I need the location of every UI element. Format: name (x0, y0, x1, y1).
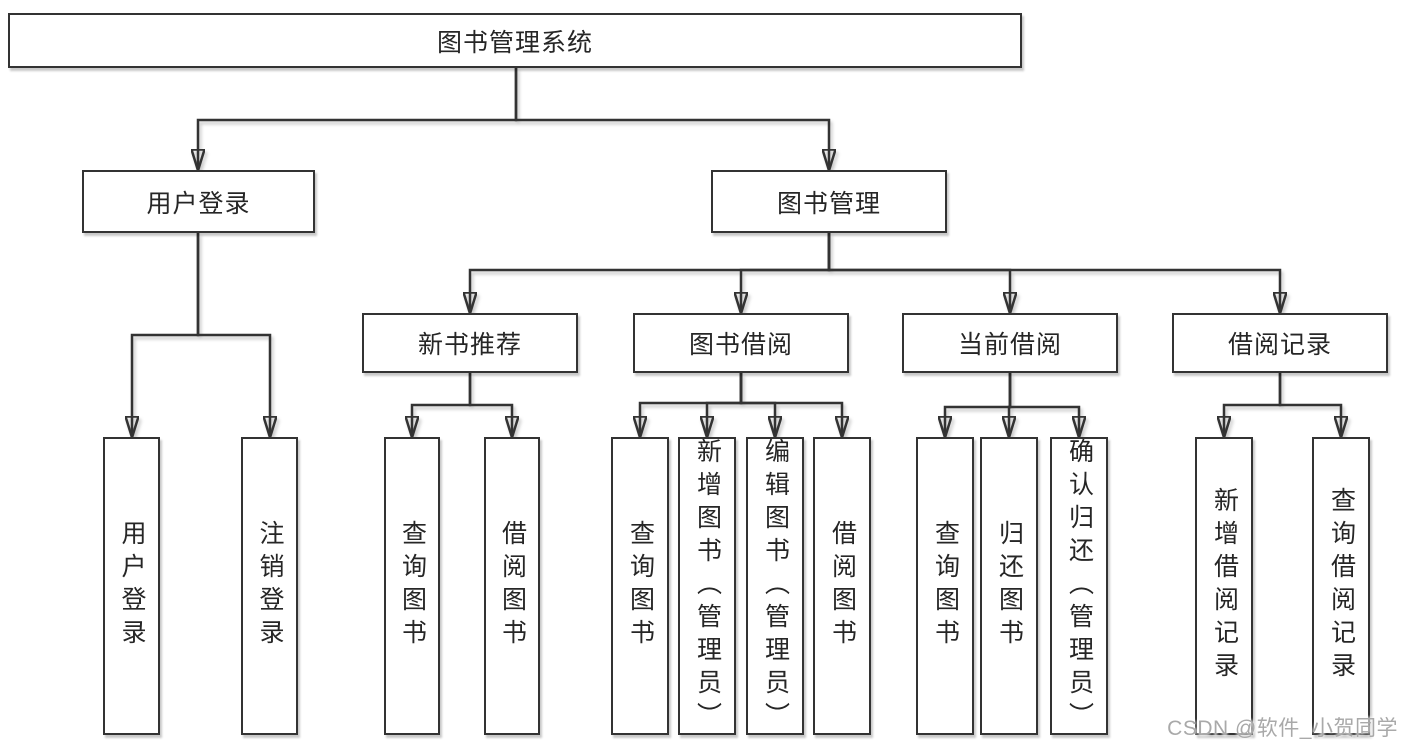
node-label: 图书管理 (776, 189, 881, 218)
leaf-label: 用户登录 (118, 520, 146, 652)
edge-newbook-to-query (412, 373, 472, 437)
leaf-current-confirm-return-admin: 确认归还（管理员） (1050, 437, 1108, 735)
leaf-label: 编辑图书（管理员） (761, 437, 790, 735)
leaf-borrow-edit-book-admin: 编辑图书（管理员） (746, 437, 804, 735)
leaf-label: 借阅图书 (498, 520, 527, 652)
leaf-label: 查询图书 (626, 520, 655, 652)
edge-mgmt-to-current (827, 233, 1010, 313)
leaf-current-return-book: 归还图书 (980, 437, 1038, 735)
edge-root-to-user-login (198, 68, 518, 170)
node-label: 新书推荐 (417, 331, 522, 359)
node-new-book-recommend: 新书推荐 (362, 313, 578, 373)
node-label: 借阅记录 (1227, 331, 1332, 359)
node-current-borrowing: 当前借阅 (902, 313, 1118, 373)
node-label: 用户登录 (146, 189, 251, 218)
edge-records-to-query (1278, 373, 1341, 437)
leaf-label: 归还图书 (995, 520, 1024, 652)
leaf-label: 新增借阅记录 (1210, 487, 1239, 685)
node-label: 当前借阅 (957, 331, 1062, 359)
edge-newbook-to-borrow (468, 373, 512, 437)
edge-borrow-to-edit (739, 373, 775, 437)
edge-mgmt-to-newbook (470, 233, 831, 313)
edge-borrow-to-borrowbook (739, 373, 842, 437)
node-root-book-management-system: 图书管理系统 (8, 13, 1022, 68)
leaf-borrow-borrow-book: 借阅图书 (813, 437, 871, 735)
edge-root-to-book-mgmt (514, 68, 829, 170)
leaf-user-login: 用户登录 (103, 437, 160, 735)
leaf-label: 查询图书 (398, 520, 427, 652)
leaf-current-query-book: 查询图书 (916, 437, 974, 735)
edge-current-to-confirm (1008, 373, 1079, 437)
leaf-label: 查询借阅记录 (1327, 487, 1356, 685)
edge-mgmt-to-borrow (741, 233, 831, 313)
edge-mgmt-to-records (827, 233, 1280, 313)
node-book-borrowing: 图书借阅 (633, 313, 849, 373)
leaf-records-add-record: 新增借阅记录 (1195, 437, 1253, 735)
edge-current-to-query (945, 373, 1012, 437)
leaf-label: 借阅图书 (828, 520, 857, 652)
node-label: 图书管理系统 (436, 28, 593, 57)
node-borrow-records: 借阅记录 (1172, 313, 1388, 373)
leaf-newbook-borrow-book: 借阅图书 (484, 437, 540, 735)
edge-borrow-to-add (707, 373, 743, 437)
edge-borrow-to-query (640, 373, 743, 437)
edge-userlogin-to-logout (196, 233, 270, 437)
leaf-logout: 注销登录 (241, 437, 298, 735)
leaf-label: 新增图书（管理员） (693, 437, 722, 735)
csdn-watermark: CSDN @软件_小贺同学 (1167, 717, 1398, 740)
leaf-label: 注销登录 (256, 520, 284, 652)
leaf-label: 确认归还（管理员） (1065, 437, 1094, 735)
edge-userlogin-to-login (132, 233, 200, 437)
node-user-login: 用户登录 (82, 170, 315, 233)
node-label: 图书借阅 (688, 331, 793, 359)
leaf-borrow-query-book: 查询图书 (611, 437, 669, 735)
node-book-management: 图书管理 (711, 170, 947, 233)
leaf-label: 查询图书 (931, 520, 960, 652)
leaf-newbook-query-book: 查询图书 (384, 437, 440, 735)
edge-records-to-add (1224, 373, 1282, 437)
leaf-borrow-add-book-admin: 新增图书（管理员） (678, 437, 736, 735)
leaf-records-query-record: 查询借阅记录 (1312, 437, 1370, 735)
